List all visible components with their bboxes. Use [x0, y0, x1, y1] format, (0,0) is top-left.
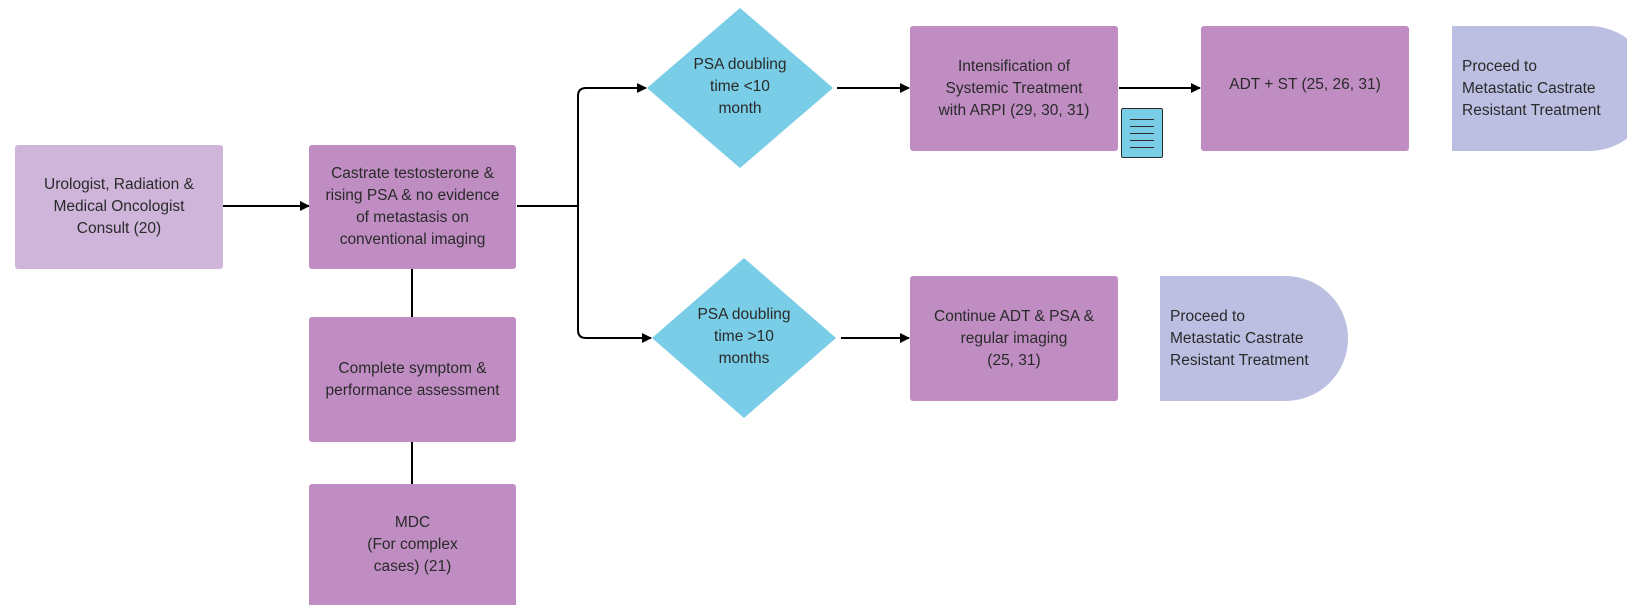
- document-line-5: [1130, 147, 1154, 148]
- connector-branch-to-psa-lt: [577, 83, 647, 206]
- mdc-box: MDC (For complex cases) (21): [309, 484, 516, 605]
- document-line-2: [1130, 126, 1154, 127]
- decision-psa-lt-10-shape: [647, 8, 833, 168]
- decision-psa-lt-10-label: PSA doubling time <10 month: [693, 56, 787, 117]
- adt-st-box: ADT + ST (25, 26, 31): [1201, 26, 1409, 151]
- symptom-assessment-box: Complete symptom & performance assessmen…: [309, 317, 516, 442]
- continue-adt-box: Continue ADT & PSA & regular imaging (25…: [910, 276, 1118, 401]
- document-line-3: [1130, 133, 1154, 134]
- proceed-terminal-bottom: Proceed to Metastatic Castrate Resistant…: [1160, 276, 1348, 401]
- castrate-criteria-box: Castrate testosterone & rising PSA & no …: [309, 145, 516, 269]
- intensification-box: Intensification of Systemic Treatment wi…: [910, 26, 1118, 151]
- decision-psa-gt-10-label: PSA doubling time >10 months: [697, 306, 791, 367]
- decision-psa-gt-10-shape: [652, 258, 836, 418]
- document-line-4: [1130, 140, 1154, 141]
- consult-box: Urologist, Radiation & Medical Oncologis…: [15, 145, 223, 269]
- connector-branch-to-psa-gt: [577, 206, 652, 343]
- document-line-1: [1130, 119, 1154, 120]
- document-icon[interactable]: [1121, 108, 1163, 158]
- proceed-terminal-top: Proceed to Metastatic Castrate Resistant…: [1452, 26, 1627, 151]
